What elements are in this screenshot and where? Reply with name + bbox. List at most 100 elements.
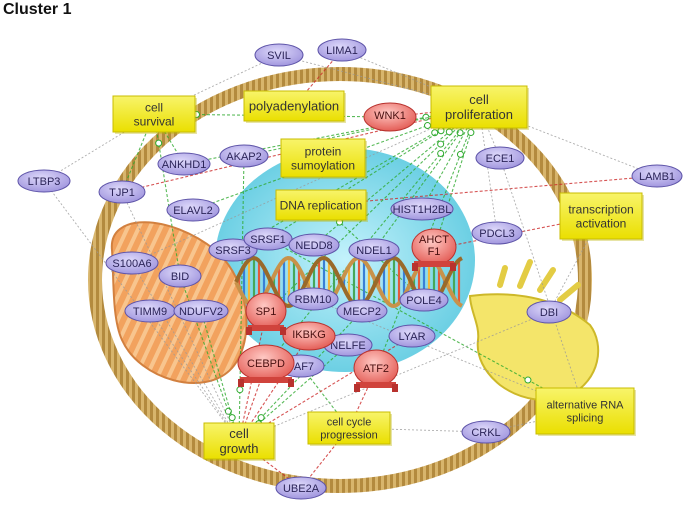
process-box xyxy=(280,138,366,178)
protein-ellipse xyxy=(275,476,327,500)
protein-ellipse xyxy=(288,233,340,257)
protein-node-lyar[interactable]: LYAR xyxy=(388,324,436,348)
factor-label: CEBPD xyxy=(247,358,285,370)
protein-label: LAMB1 xyxy=(639,171,675,183)
golgi-apparatus-shape xyxy=(468,259,600,402)
protein-node-bid[interactable]: BID xyxy=(158,264,202,288)
protein-ellipse xyxy=(336,299,388,323)
process-label-line: cell xyxy=(145,100,163,114)
edge-marker xyxy=(236,386,244,394)
protein-node-ndufv2[interactable]: NDUFV2 xyxy=(173,299,229,323)
protein-label: TJP1 xyxy=(109,187,135,199)
protein-node-dbi[interactable]: DBI xyxy=(526,300,572,324)
protein-node-pdcl3[interactable]: PDCL3 xyxy=(471,221,523,245)
protein-node-srsf3[interactable]: SRSF3 xyxy=(208,238,258,262)
protein-node-ndel1[interactable]: NDEL1 xyxy=(348,238,400,262)
protein-node-timm9[interactable]: TIMM9 xyxy=(124,299,176,323)
factor-node-ikbkg[interactable]: IKBKG xyxy=(282,321,336,351)
process-label-line: cell xyxy=(469,92,489,107)
edge-marker xyxy=(456,150,464,158)
protein-ellipse xyxy=(461,420,511,444)
protein-label: HIST1H2BL xyxy=(393,204,452,216)
protein-node-mecp2[interactable]: MECP2 xyxy=(336,299,388,323)
protein-node-nedd8[interactable]: NEDD8 xyxy=(288,233,340,257)
edge-ece1-to-alternative-rna-splicing xyxy=(499,157,586,412)
protein-ellipse xyxy=(105,251,159,275)
protein-node-svil[interactable]: SVIL xyxy=(254,43,304,67)
protein-node-lima1[interactable]: LIMA1 xyxy=(317,38,367,62)
protein-label: AKAP2 xyxy=(226,151,261,163)
tf-foot-left xyxy=(246,327,252,335)
process-label-line: progression xyxy=(320,429,377,441)
edge-akap2-to-cell-growth xyxy=(238,155,245,442)
factor-label: ATF2 xyxy=(363,363,389,375)
protein-node-ankhd1[interactable]: ANKHD1 xyxy=(157,152,211,176)
process-label-line: polyadenylation xyxy=(249,99,339,114)
kinase-ellipse xyxy=(282,321,336,351)
edge-marker xyxy=(155,139,163,147)
protein-node-ube2a[interactable]: UBE2A xyxy=(275,476,327,500)
tf-base xyxy=(356,382,396,388)
process-box xyxy=(307,411,391,445)
process-label-line: transcription xyxy=(568,202,633,216)
protein-label: LIMA1 xyxy=(326,45,358,57)
edge-tjp1-to-cell-proliferation xyxy=(121,106,480,193)
edge-s100a6-to-cell-proliferation xyxy=(131,106,480,264)
protein-label: TAF7 xyxy=(288,361,314,373)
protein-ellipse xyxy=(471,221,523,245)
protein-node-akap2[interactable]: AKAP2 xyxy=(219,144,269,168)
protein-node-srsf1[interactable]: SRSF1 xyxy=(243,227,293,251)
protein-node-nelfe[interactable]: NELFE xyxy=(323,333,373,357)
process-box xyxy=(535,387,635,435)
protein-label: TIMM9 xyxy=(133,306,167,318)
tf-foot-right xyxy=(288,379,294,387)
process-label-line: DNA replication xyxy=(280,198,363,212)
protein-node-rbm10[interactable]: RBM10 xyxy=(287,287,339,311)
process-dna-replication[interactable]: DNA replication xyxy=(275,189,368,222)
process-box xyxy=(275,189,367,221)
protein-label: NDUFV2 xyxy=(179,306,223,318)
protein-ellipse xyxy=(475,146,525,170)
edge-marker xyxy=(228,414,236,422)
protein-ellipse xyxy=(208,238,258,262)
process-polyadenylation[interactable]: polyadenylation xyxy=(243,90,346,123)
factor-node-sp1[interactable]: SP1 xyxy=(245,292,287,335)
process-label-line: splicing xyxy=(567,412,604,424)
protein-node-hist1h2bl[interactable]: HIST1H2BL xyxy=(390,197,454,221)
protein-node-crkl[interactable]: CRKL xyxy=(461,420,511,444)
protein-ellipse xyxy=(157,152,211,176)
factor-node-cebpd[interactable]: CEBPD xyxy=(237,344,295,387)
factor-node-wnk1[interactable]: WNK1 xyxy=(363,102,417,132)
process-label-line: survival xyxy=(134,114,175,128)
edge-srsf1-to-alternative-rna-splicing xyxy=(267,238,586,412)
protein-ellipse xyxy=(390,197,454,221)
protein-node-ltbp3[interactable]: LTBP3 xyxy=(17,169,71,193)
protein-label: ECE1 xyxy=(486,153,515,165)
protein-node-s100a6[interactable]: S100A6 xyxy=(105,251,159,275)
protein-label: PDCL3 xyxy=(479,228,514,240)
protein-ellipse xyxy=(158,264,202,288)
protein-label: SVIL xyxy=(267,50,291,62)
process-label-line: cell cycle xyxy=(327,416,372,428)
protein-label: LTBP3 xyxy=(28,176,61,188)
factor-label: IKBKG xyxy=(292,329,326,341)
edge-sp1-to-cell-proliferation xyxy=(265,106,480,314)
factor-label: WNK1 xyxy=(374,110,406,122)
tf-base xyxy=(240,377,292,383)
protein-node-lamb1[interactable]: LAMB1 xyxy=(631,164,683,188)
protein-node-tjp1[interactable]: TJP1 xyxy=(98,180,146,204)
factor-node-atf2[interactable]: ATF2 xyxy=(353,349,399,392)
protein-node-pole4[interactable]: POLE4 xyxy=(399,288,449,312)
process-label-line: sumoylation xyxy=(291,158,355,172)
protein-node-ece1[interactable]: ECE1 xyxy=(475,146,525,170)
protein-node-elavl2[interactable]: ELAVL2 xyxy=(166,198,220,222)
